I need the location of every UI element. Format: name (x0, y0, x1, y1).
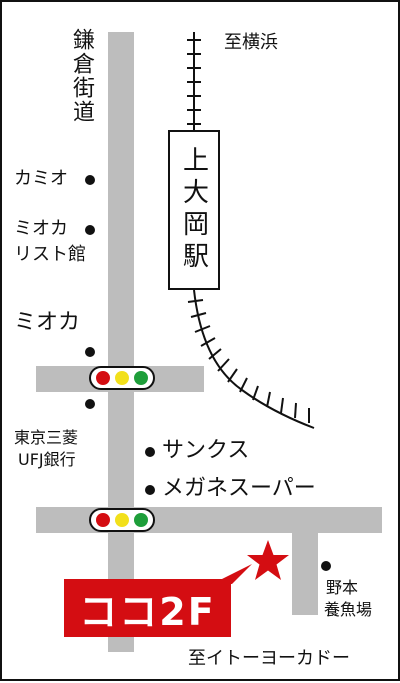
landmark-dot-icon (145, 485, 155, 495)
sunkus-label: サンクス (162, 438, 250, 463)
station-label: 上大岡駅 (178, 146, 209, 274)
mioka-label: ミオカ (14, 310, 81, 335)
kamio-label: カミオ (14, 168, 68, 189)
destination-callout: ココ2F (64, 579, 231, 637)
nomoto-label-1: 野本 (326, 578, 359, 597)
mioka-list-label-1: ミオカ (14, 218, 68, 239)
mioka-list-label-2: リスト館 (14, 244, 86, 265)
to-itoyokado-label: 至イトーヨーカドー (188, 648, 350, 669)
bank-label-2: UFJ銀行 (18, 450, 76, 469)
lower-cross-road (36, 507, 382, 533)
nomoto-label-2: 養魚場 (324, 600, 373, 619)
landmark-dot-icon (321, 561, 331, 571)
itoyokado-road (292, 507, 318, 615)
landmark-dot-icon (145, 447, 155, 457)
traffic-signal-icon (89, 366, 155, 390)
landmark-dot-icon (85, 399, 95, 409)
to-yokohama-label: 至横浜 (224, 32, 278, 53)
landmark-dot-icon (85, 347, 95, 357)
star-icon (247, 540, 289, 580)
bank-label-1: 東京三菱 (14, 428, 79, 447)
megane-super-label: メガネスーパー (162, 476, 316, 501)
kamakura-kaido-label: 鎌倉街道 (69, 28, 94, 124)
traffic-signal-icon (89, 508, 155, 532)
landmark-dot-icon (85, 175, 95, 185)
railway-line (187, 32, 315, 429)
station-box: 上大岡駅 (168, 130, 220, 290)
landmark-dot-icon (85, 225, 95, 235)
kamakura-kaido-road (108, 32, 134, 652)
